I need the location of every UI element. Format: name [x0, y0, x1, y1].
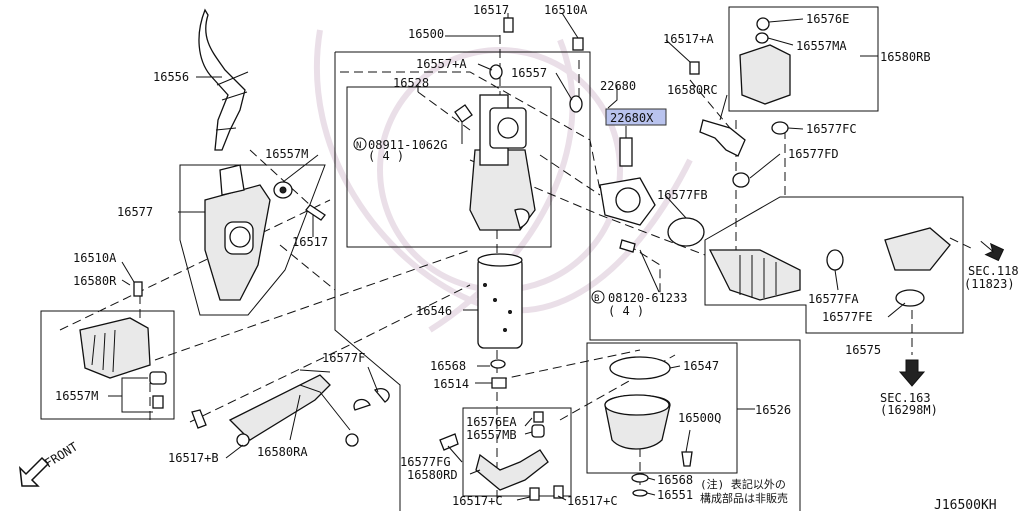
part-label[interactable]: 16528 [393, 76, 429, 90]
part-artwork [79, 8, 951, 501]
part-label[interactable]: 16557 [511, 66, 547, 80]
part-label[interactable]: 16577F [322, 351, 365, 365]
part-label[interactable]: 16510A [73, 251, 117, 265]
part-label[interactable]: 22680 [600, 79, 636, 93]
part-label[interactable]: 16580R [73, 274, 117, 288]
part-label[interactable]: 16580RB [880, 50, 931, 64]
part-label[interactable]: 16557M [265, 147, 308, 161]
part-label[interactable]: 16568 [430, 359, 466, 373]
sec118-arrow [980, 240, 1005, 262]
part-label[interactable]: 16517 [292, 235, 328, 249]
hose-16575 [708, 249, 801, 301]
bracket-16580RA [228, 374, 331, 441]
part-label[interactable]: 16551 [657, 488, 693, 502]
part-label[interactable]: 16557M [55, 389, 98, 403]
n-circle-icon: N [353, 137, 367, 151]
part-label[interactable]: 16500Q [678, 411, 721, 425]
part-label[interactable]: 16526 [755, 403, 791, 417]
leader-lines [108, 12, 906, 501]
sec-reference[interactable]: SEC.118 [968, 264, 1019, 278]
part-label[interactable]: 16517+B [168, 451, 219, 465]
part-label[interactable]: 16517+C [567, 494, 618, 508]
part-label[interactable]: 16580RA [257, 445, 308, 459]
part-label[interactable]: 16557MB [466, 428, 517, 442]
sec-reference[interactable]: SEC.163 [880, 391, 931, 405]
part-label[interactable]: 16557+A [416, 57, 467, 71]
part-label[interactable]: 16577FD [788, 147, 839, 161]
part-label[interactable]: 16580RD [407, 468, 458, 482]
note-line-2: 構成部品は非販売 [700, 491, 788, 505]
sec-reference[interactable]: (16298M) [880, 403, 938, 417]
part-labels: 16556 16557M 16577 16517 16510A 16580R 1… [42, 3, 1019, 513]
duct-16556 [198, 8, 246, 151]
part-label[interactable]: 16577 [117, 205, 153, 219]
part-label[interactable]: 16575 [845, 343, 881, 357]
sec163-arrow [898, 359, 926, 387]
front-arrow-icon [19, 456, 50, 487]
part-label[interactable]: 08911-1062G [368, 138, 447, 152]
hose-16580RD [475, 449, 549, 491]
part-label[interactable]: 16547 [683, 359, 719, 373]
part-label[interactable]: 16557MA [796, 39, 847, 53]
b-circle-icon: B [591, 290, 605, 304]
part-label-highlighted[interactable]: 22680X [610, 111, 654, 125]
part-label[interactable]: 16576E [806, 12, 849, 26]
svg-text:N: N [356, 141, 361, 151]
sec-reference[interactable]: (11823) [964, 277, 1015, 291]
part-label[interactable]: 16546 [416, 304, 452, 318]
part-label[interactable]: 16577FC [806, 122, 857, 136]
note-line-1: (注) 表記以外の [700, 477, 786, 491]
part-label[interactable]: 16577FA [808, 292, 859, 306]
diagram-code: J16500KH [934, 498, 997, 511]
filter-16546 [477, 257, 523, 349]
part-label[interactable]: 16517+A [663, 32, 714, 46]
part-label[interactable]: 16500 [408, 27, 444, 41]
part-qty: ( 4 ) [608, 304, 644, 318]
part-label[interactable]: 08120-61233 [608, 291, 687, 305]
part-label[interactable]: 16568 [657, 473, 693, 487]
diagram-frames [40, 6, 964, 511]
part-label[interactable]: 16577FE [822, 310, 873, 324]
part-label[interactable]: 16577FB [657, 188, 708, 202]
part-label[interactable]: 16580RC [667, 83, 718, 97]
part-label[interactable]: 16577FG [400, 455, 451, 469]
front-label: FRONT [42, 440, 80, 471]
part-label[interactable]: 16576EA [466, 415, 517, 429]
part-label[interactable]: 16556 [153, 70, 189, 84]
part-qty: ( 4 ) [368, 149, 404, 163]
part-label[interactable]: 16510A [544, 3, 588, 17]
svg-text:B: B [594, 294, 599, 304]
part-label[interactable]: 16517+C [452, 494, 503, 508]
part-label[interactable]: 16517 [473, 3, 509, 17]
part-label[interactable]: 16514 [433, 377, 469, 391]
highlighted-part-box [605, 108, 667, 126]
